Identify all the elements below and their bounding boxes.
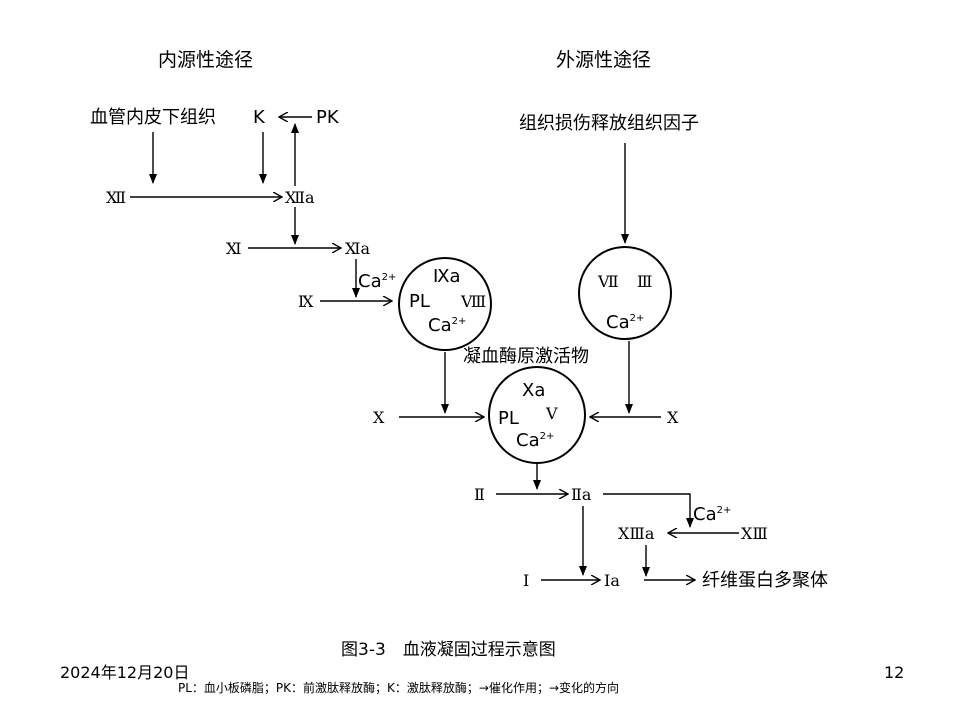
figure-caption: 图3-3 血液凝固过程示意图 [341, 640, 556, 660]
intrinsic-tenase-complex [398, 257, 492, 351]
calcium-label-1: Ca2+ [358, 271, 396, 292]
complex3-calcium: Ca2+ [516, 430, 554, 451]
factor-xi: Ⅺ [226, 239, 242, 258]
complex1-factor-viii: Ⅷ [460, 292, 486, 311]
factor-iia: Ⅱa [571, 485, 592, 504]
factor-x-left: Ⅹ [373, 408, 385, 427]
extrinsic-complex [578, 246, 672, 340]
factor-xia: Ⅺa [345, 239, 371, 258]
subendothelial-tissue-label: 血管内皮下组织 [90, 107, 216, 128]
complex2-factor-vii: Ⅶ [597, 272, 619, 291]
factor-xiia: Ⅻa [285, 188, 315, 207]
calcium-label-2: Ca2+ [693, 504, 731, 525]
complex1-factor-ixa: Ⅸa [433, 266, 461, 287]
factor-i: Ⅰ [523, 571, 529, 590]
complex1-calcium: Ca2+ [428, 315, 466, 336]
factor-xiii: ⅩⅢ [741, 524, 768, 543]
complex3-factor-v: Ⅴ [545, 404, 558, 423]
complex3-pl: PL [498, 408, 519, 429]
intrinsic-pathway-title: 内源性途径 [158, 49, 253, 71]
slide-page-number: 12 [884, 663, 904, 682]
prothrombinase-complex [488, 366, 586, 464]
factor-ix: Ⅸ [298, 292, 314, 311]
fibrin-polymer-label: 纤维蛋白多聚体 [702, 570, 828, 591]
complex3-factor-xa: Ⅹa [522, 380, 545, 401]
factor-xii: Ⅻ [106, 188, 126, 207]
extrinsic-pathway-title: 外源性途径 [556, 49, 651, 71]
factor-x-right: Ⅹ [667, 408, 679, 427]
factor-xiiia: ⅩⅢa [618, 524, 655, 543]
factor-ia: Ⅰa [604, 571, 620, 590]
factor-ii: Ⅱ [474, 485, 485, 504]
complex1-pl: PL [409, 291, 430, 312]
complex2-factor-iii: Ⅲ [637, 272, 652, 291]
prekallikrein-label: PK [316, 107, 340, 128]
slide-date: 2024年12月20日 [60, 663, 189, 682]
complex2-calcium: Ca2+ [606, 312, 644, 333]
tissue-factor-release-label: 组织损伤释放组织因子 [519, 113, 699, 134]
f2a-to-f13-catalysis-arrow [603, 493, 694, 528]
kallikrein-label: K [253, 107, 266, 128]
prothrombinase-label: 凝血酶原激活物 [463, 346, 589, 367]
figure-footnote: PL：血小板磷脂；PK：前激肽释放酶；K：激肽释放酶；→催化作用；→变化的方向 [178, 680, 619, 695]
